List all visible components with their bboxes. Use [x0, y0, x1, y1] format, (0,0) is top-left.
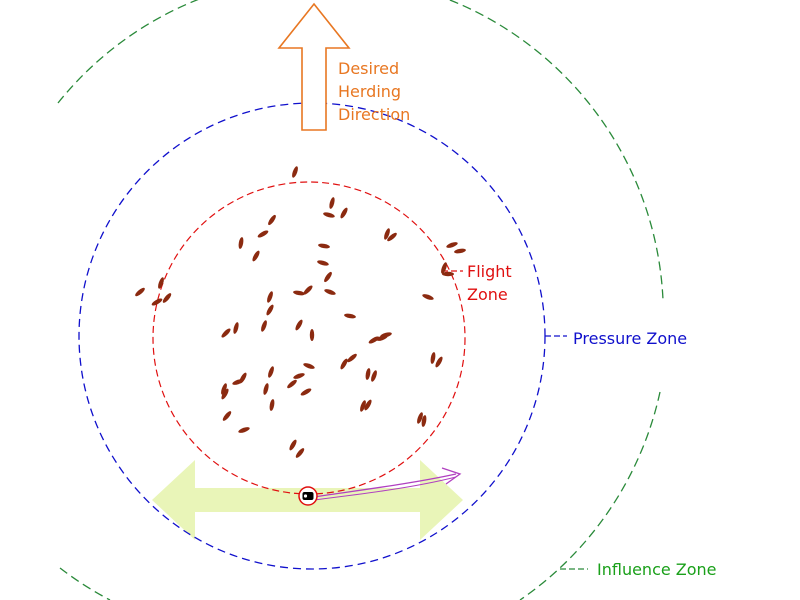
cattle-icon: [257, 230, 269, 238]
cattle-icon: [422, 294, 434, 300]
influence-zone-arc-top: [57, 0, 664, 301]
up-arrow-icon: [277, 2, 351, 131]
cattle-icon: [324, 289, 336, 295]
cattle-icon: [151, 298, 163, 306]
influence-zone-arc-bottom: [519, 391, 661, 600]
cattle-icon: [309, 329, 315, 341]
cattle-icon: [263, 383, 269, 395]
cattle-icon: [300, 388, 312, 396]
cattle-icon: [329, 197, 335, 209]
cattle-icon: [261, 320, 267, 332]
cattle-icon: [441, 262, 447, 274]
cattle-icon: [221, 383, 227, 395]
handler-path-arrowhead: [441, 467, 462, 485]
cattle-icon: [323, 212, 335, 218]
cattle-icon: [266, 304, 274, 316]
cattle-icon: [269, 399, 275, 411]
handler-path-arrow: [313, 473, 457, 498]
cattle-icon: [232, 379, 244, 385]
cattle-icon: [340, 207, 348, 219]
pressure-zone-label: Pressure Zone: [573, 329, 687, 348]
cattle-icon: [417, 412, 423, 424]
cattle-icon: [318, 243, 330, 249]
cattle-icon: [360, 400, 366, 412]
influence-zone-arc-left: [59, 567, 111, 600]
cattle-icon: [222, 411, 232, 421]
cattle-icon: [289, 439, 297, 451]
herding-direction-label-line2: Herding: [338, 82, 401, 101]
cattle-icon: [292, 166, 298, 178]
cattle-icon: [317, 260, 329, 266]
herding-direction-label-line3: Direction: [338, 105, 410, 124]
cattle-icon: [303, 285, 313, 295]
cattle-icon: [454, 248, 466, 254]
cattle-icon: [340, 358, 348, 370]
handler-icon: [298, 486, 318, 506]
flight-zone-label-line2: Zone: [467, 285, 508, 304]
cattle-icon: [446, 242, 458, 248]
cattle-icon: [233, 322, 239, 334]
cattle-icon: [384, 228, 390, 240]
cattle-icon: [421, 415, 427, 427]
cattle-icon: [435, 356, 443, 368]
cattle-icon: [368, 336, 380, 344]
cattle-icon: [221, 388, 229, 400]
cattle-icon: [365, 368, 371, 380]
flight-zone-circle: [152, 181, 466, 495]
cattle-icon: [252, 250, 260, 262]
cattle-icon: [238, 427, 250, 433]
cattle-icon: [295, 448, 305, 458]
cattle-icon: [268, 366, 274, 378]
cattle-icon: [268, 214, 276, 226]
cattle-icon: [324, 271, 332, 283]
cattle-icon: [347, 353, 357, 363]
cattle-icon: [293, 373, 305, 379]
flight-zone-label-line1: Flight: [467, 262, 512, 281]
handler-path-arrow-2: [313, 476, 457, 501]
cattle-icon: [135, 287, 145, 297]
cattle-icon: [442, 271, 454, 277]
cattle-icon: [267, 291, 273, 303]
cattle-icon: [293, 290, 305, 296]
herd: [135, 166, 466, 458]
cattle-icon: [376, 335, 388, 341]
cattle-icon: [303, 363, 315, 369]
cattle-icon: [221, 328, 231, 338]
cattle-icon: [344, 313, 356, 319]
cattle-icon: [387, 232, 397, 242]
cattle-icon: [238, 237, 244, 249]
cattle-icon: [158, 277, 164, 289]
cattle-icon: [371, 370, 377, 382]
influence-zone-label: Influence Zone: [597, 560, 717, 579]
cattle-icon: [295, 319, 303, 331]
cattle-icon: [364, 399, 372, 411]
cattle-icon: [430, 352, 436, 364]
cattle-icon: [287, 379, 297, 389]
cattle-icon: [162, 293, 172, 303]
herding-direction-label-line1: Desired: [338, 59, 399, 78]
